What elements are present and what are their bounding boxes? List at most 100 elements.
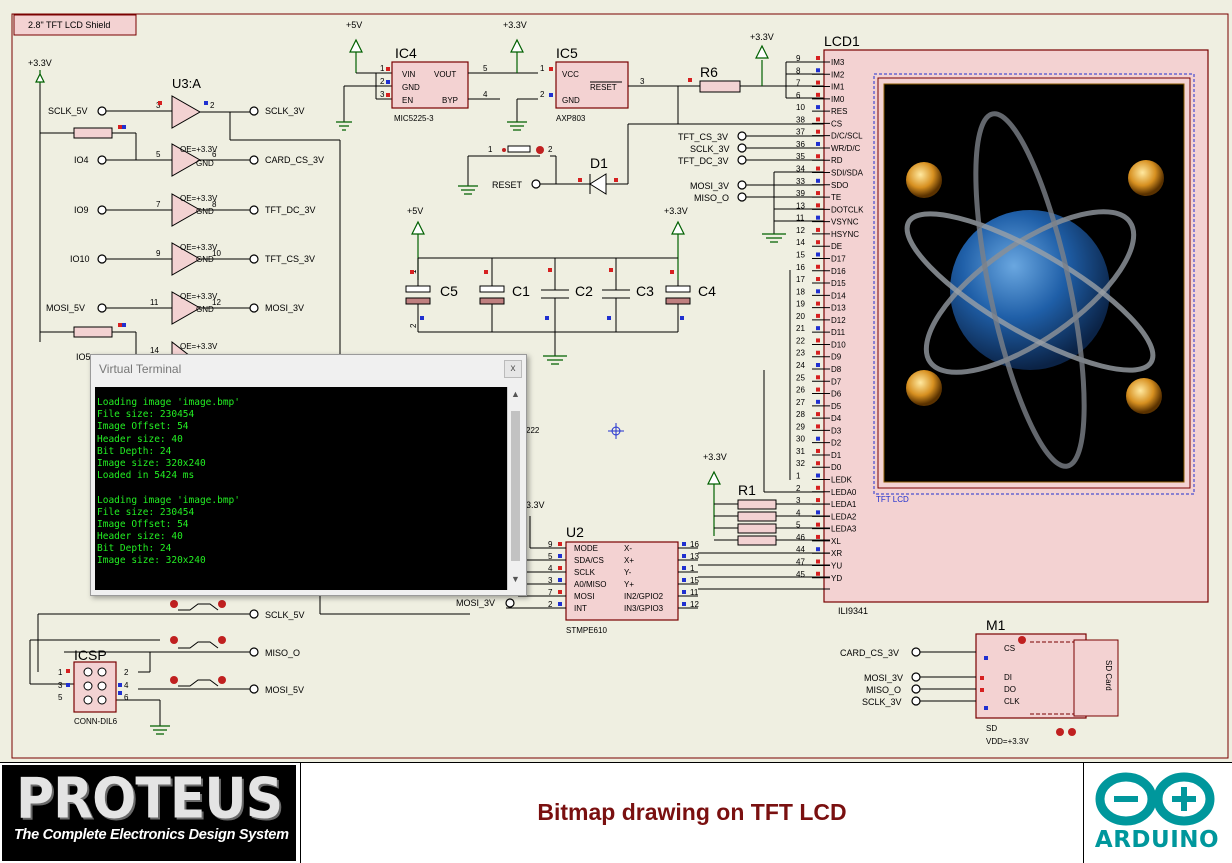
terminal-output[interactable]: Loading image 'image.bmp'File size: 2304… [95, 387, 508, 590]
net-label: CARD_CS_3V [840, 648, 899, 658]
lcd-pin-number: 11 [796, 214, 805, 223]
net-terminal[interactable] [737, 131, 747, 141]
capacitor-c2[interactable]: C2 [541, 258, 593, 332]
net-label: MISO_O [866, 685, 901, 695]
lcd-pin-name: D9 [831, 353, 842, 362]
svg-text:GND: GND [196, 255, 214, 264]
jumper-row[interactable] [170, 636, 226, 649]
svg-text:MISO_O: MISO_O [694, 193, 729, 203]
net-terminal[interactable] [249, 155, 259, 165]
net-terminal[interactable] [531, 179, 541, 189]
terminal-line: Loading image 'image.bmp' [97, 397, 240, 408]
lcd-pin-number: 35 [796, 152, 805, 161]
net-terminal[interactable] [249, 609, 259, 619]
lcd-pin-state [816, 289, 820, 294]
lcd-pin-state [816, 240, 820, 245]
net-terminal[interactable] [911, 696, 921, 706]
resistor-network-r1[interactable]: R1 [714, 482, 830, 546]
terminal-scrollbar[interactable]: ▲ ▼ [507, 387, 523, 590]
capacitor-c4[interactable]: C4 [665, 270, 716, 332]
lcd-pin-name: IM2 [831, 70, 845, 79]
jumper-row[interactable] [170, 600, 226, 611]
net-terminal[interactable] [97, 155, 107, 165]
virtual-terminal-title[interactable]: Virtual Terminal [99, 362, 182, 376]
svg-text:1: 1 [380, 64, 385, 73]
net-terminal[interactable] [249, 254, 259, 264]
buffer-gate[interactable]: OE=+3.3V GND 11 12 [106, 291, 250, 327]
svg-text:C1: C1 [512, 283, 530, 299]
schematic-canvas[interactable]: 2.8" TFT LCD Shield +3.3V SCLK_5V IO4 IO… [0, 0, 1232, 762]
capacitor-c3[interactable]: C3 [602, 258, 654, 332]
net-terminal[interactable] [249, 647, 259, 657]
buffer-gate[interactable]: OE=+3.3V GND 5 6 [106, 125, 250, 177]
reset-button[interactable]: 1 2 [458, 145, 557, 195]
title-block: PROTEUS The Complete Electronics Design … [0, 762, 1232, 863]
lcd-pin-number: 9 [796, 54, 801, 63]
svg-text:VIN: VIN [402, 70, 416, 79]
icsp-connector[interactable]: ICSP CONN-DIL6 1 2 3 4 5 6 [58, 647, 129, 726]
u2-pin-state [558, 602, 562, 606]
net-terminal[interactable] [97, 254, 107, 264]
net-label: CARD_CS_3V [265, 155, 324, 165]
net-terminal[interactable] [97, 106, 107, 116]
resistor[interactable] [73, 127, 113, 139]
net-terminal[interactable] [97, 205, 107, 215]
u2-pin-name: X+ [624, 556, 634, 565]
sd-card-module[interactable]: M1 CS DI DO CLK SD Card SD VDD=+3.3V [975, 617, 1119, 746]
net-terminal[interactable] [249, 106, 259, 116]
net-label: IO10 [70, 254, 90, 264]
frame-label: 2.8" TFT LCD Shield [28, 20, 110, 30]
lcd-pin-state [816, 461, 820, 466]
scrollbar-thumb[interactable] [511, 411, 520, 561]
net-label: IO9 [74, 205, 89, 215]
probe-crosshair-icon[interactable] [608, 423, 624, 439]
u2-pin-number: 4 [548, 564, 553, 573]
lcd-screen [883, 83, 1185, 483]
resistor-r6[interactable]: R6 [688, 64, 741, 93]
net-label: SCLK_3V [265, 106, 305, 116]
net-terminal[interactable] [737, 143, 747, 153]
lcd-pin-number: 1 [796, 472, 801, 481]
svg-text:3: 3 [380, 90, 385, 99]
chevron-down-icon[interactable]: ▼ [511, 574, 520, 584]
buffer-gate[interactable]: OE=+3.3V GND 9 10 [106, 242, 250, 276]
diode-d1[interactable]: D1 [578, 155, 618, 195]
lcd-pin-state [816, 92, 820, 97]
net-terminal[interactable] [97, 303, 107, 313]
terminal-line: File size: 230454 [97, 409, 195, 421]
net-terminal[interactable] [737, 192, 747, 202]
buffer-gate[interactable]: OE=+3.3V GND 7 8 [106, 193, 250, 227]
reset-ic5[interactable]: IC5 VCC GND RESET 1 2 3 AXP803 [540, 45, 645, 123]
svg-text:3: 3 [58, 681, 63, 690]
svg-text:D1: D1 [590, 155, 608, 171]
capacitor-c5[interactable]: C5 1 2 [405, 258, 458, 332]
buffer-gate[interactable]: U3:A 3 2 [106, 76, 250, 129]
chevron-up-icon[interactable]: ▲ [511, 389, 520, 399]
svg-text:+5V: +5V [346, 20, 362, 30]
lcd-pin-name: DOTCLK [831, 205, 864, 214]
net-terminal[interactable] [249, 684, 259, 694]
net-terminal[interactable] [737, 155, 747, 165]
net-terminal[interactable] [911, 684, 921, 694]
net-terminal[interactable] [249, 205, 259, 215]
net-terminal[interactable] [249, 303, 259, 313]
capacitor-c1[interactable]: C1 [479, 258, 549, 332]
regulator-ic4[interactable]: IC4 VIN GND EN VOUT BYP 1 2 3 5 4 MIC522… [380, 45, 488, 123]
net-terminal[interactable] [737, 180, 747, 190]
close-button[interactable]: x [504, 360, 522, 378]
terminal-line: Header size: 40 [97, 433, 183, 445]
net-terminal[interactable] [505, 598, 515, 608]
svg-text:11: 11 [150, 298, 159, 307]
svg-text:OE=+3.3V: OE=+3.3V [180, 194, 218, 203]
virtual-terminal-window[interactable]: Virtual Terminal x Loading image 'image.… [90, 354, 527, 596]
net-terminal[interactable] [911, 647, 921, 657]
u2-pin-name: INT [574, 604, 587, 613]
lcd-pin-name: D14 [831, 291, 846, 300]
lcd-pin-number: 26 [796, 386, 805, 395]
svg-text:+5V: +5V [407, 206, 423, 216]
resistor[interactable] [73, 326, 113, 338]
net-terminal[interactable] [911, 672, 921, 682]
jumper-row[interactable] [170, 676, 226, 687]
